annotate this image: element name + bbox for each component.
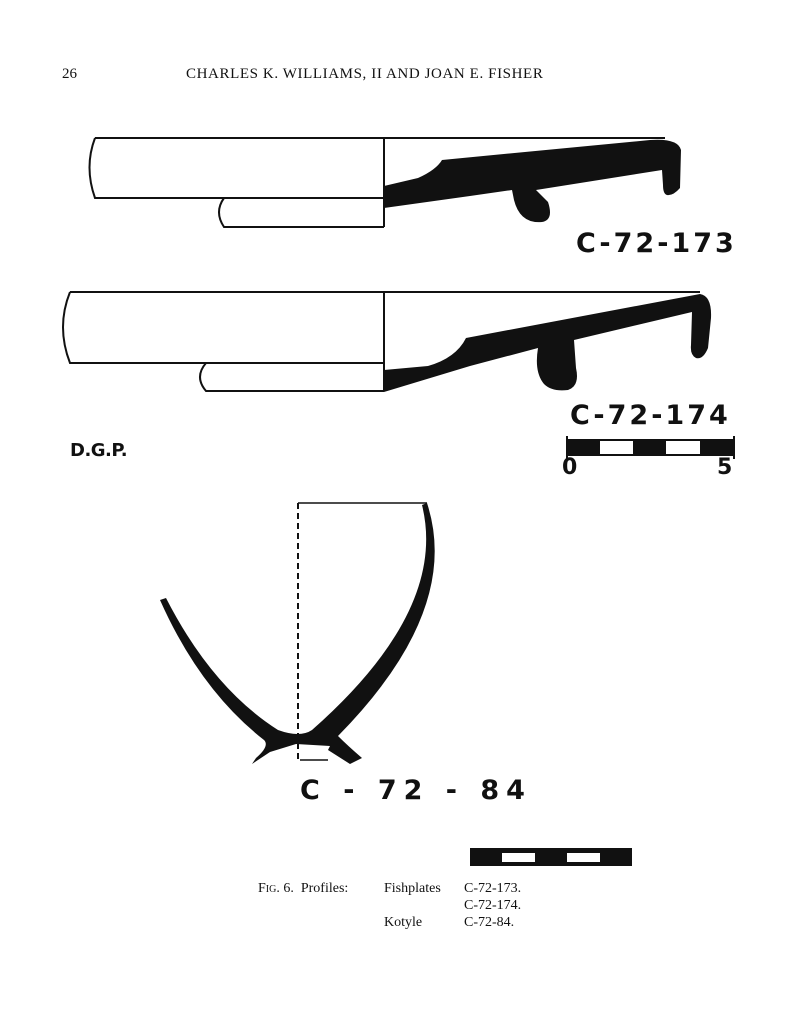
fishplate-profile-173	[88, 137, 681, 228]
caption-id-2: C-72-84.	[464, 915, 515, 930]
caption-id-1: C-72-174.	[464, 898, 522, 913]
scale-label-start: 0	[562, 455, 578, 480]
page-number: 26	[62, 66, 77, 82]
running-head: CHARLES K. WILLIAMS, II AND JOAN E. FISH…	[186, 66, 544, 82]
scale-label-end: 5	[717, 455, 733, 480]
caption-type-1	[384, 897, 464, 914]
draftsman-initials: D.G.P.	[70, 440, 128, 461]
profile-label-173: C-72-173	[576, 228, 737, 259]
caption-id-0: C-72-173.	[464, 881, 522, 896]
caption-type-0: Fishplates	[384, 881, 441, 896]
profile-label-174: C-72-174	[570, 400, 731, 431]
caption-type-2: Kotyle	[384, 915, 423, 930]
profile-label-84: C - 72 - 84	[300, 775, 532, 806]
fishplate-profile-174	[62, 291, 712, 392]
caption-title: Profiles:	[300, 881, 349, 896]
figure-caption: Fig. 6. Profiles: Fishplates C-72-173. C…	[258, 880, 584, 931]
scale-bar-top	[566, 436, 735, 459]
caption-fig-label: Fig. 6.	[258, 881, 294, 896]
scale-bar-bottom	[470, 848, 632, 866]
kotyle-profile-84	[160, 502, 435, 764]
